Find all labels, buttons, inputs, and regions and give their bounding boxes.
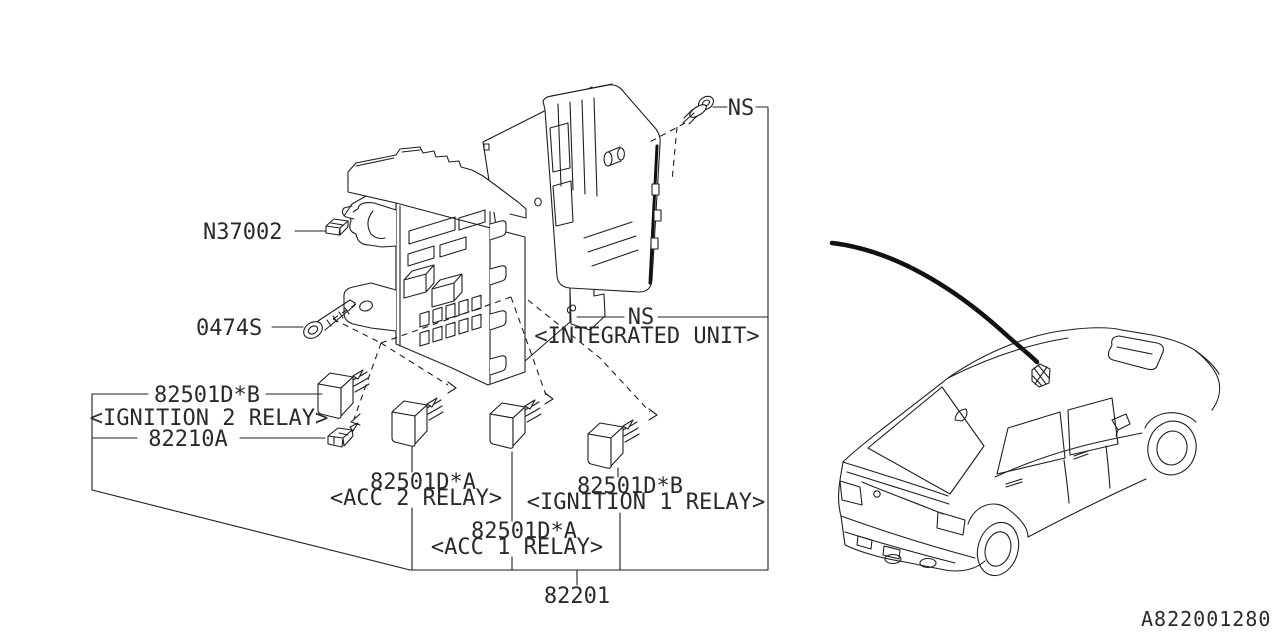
relay-acc2 [391, 397, 444, 447]
label-n37002: N37002 [203, 220, 282, 245]
label-82210a: 82210A [148, 427, 227, 452]
screw-0474s-dash [332, 303, 357, 320]
screw-0474s-drawing [303, 299, 356, 339]
labels: N37002 0474S 82501D*B <IGNITION 2 RELAY>… [90, 96, 1271, 631]
relay-ignition1 [587, 419, 640, 469]
label-ns-screw: NS [728, 96, 755, 121]
location-marker [1031, 363, 1051, 388]
ns-screw-alignment-dashes [647, 122, 686, 182]
relay-acc1 [489, 399, 542, 449]
exploded-view-dashes [332, 296, 658, 426]
label-leader-lines [91, 106, 769, 586]
label-unit-part: NS [628, 305, 655, 330]
ns-screw-drawing [682, 95, 715, 125]
label-ignition2-name: <IGNITION 2 RELAY> [90, 406, 328, 431]
label-acc2-part: 82501D*A [370, 470, 476, 495]
integrated-unit-drawing [542, 83, 662, 293]
location-swoosh [829, 240, 1040, 365]
label-acc2-name: <ACC 2 RELAY> [330, 486, 502, 511]
label-acc1-name: <ACC 1 RELAY> [431, 535, 603, 560]
label-0474s: 0474S [196, 316, 262, 341]
label-unit-name: <INTEGRATED UNIT> [534, 324, 759, 349]
label-fuse-box: 82201 [544, 584, 610, 609]
fuse-box-drawing [341, 146, 527, 386]
label-ignition2-part: 82501D*B [154, 383, 260, 408]
car-illustration [838, 327, 1221, 577]
label-acc1-part: 82501D*A [471, 519, 577, 544]
footer-code: A822001280 [1141, 607, 1271, 631]
label-ignition1-name: <IGNITION 1 RELAY> [527, 490, 765, 515]
fuse-82210a-drawing [327, 422, 359, 448]
label-ignition1-part: 82501D*B [577, 474, 683, 499]
